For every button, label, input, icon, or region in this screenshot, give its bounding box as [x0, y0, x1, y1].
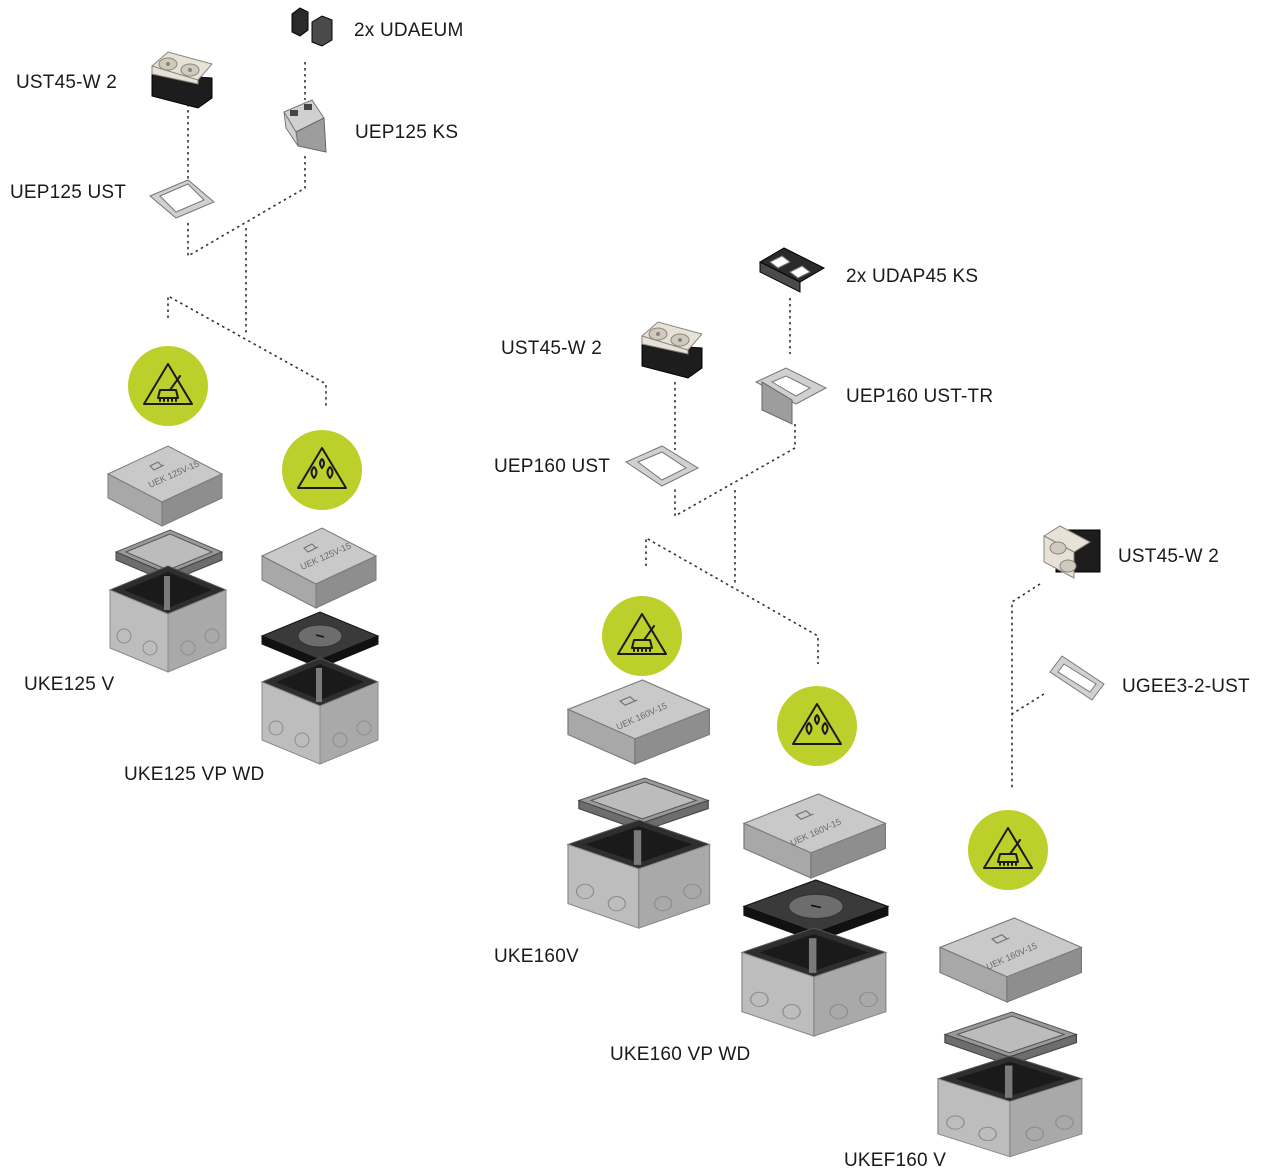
uep160-ust-tr-part [754, 367, 828, 425]
label-ust45-w2-c: UST45-W 2 [1118, 546, 1220, 567]
ust45-w2-part-c [1043, 525, 1101, 579]
uep125-ks-part [283, 99, 327, 153]
label-uep160-ust-tr: UEP160 UST-TR [846, 386, 994, 407]
connector-lines [167, 62, 1045, 788]
ust45-w2-part-a [151, 51, 213, 109]
badge-5 [968, 810, 1048, 890]
ugee3-2-ust-part [1049, 655, 1105, 701]
badge-3 [602, 596, 682, 676]
ust45-w2-part-b [641, 321, 703, 379]
label-ugee3-2-ust: UGEE3-2-UST [1122, 676, 1250, 697]
badge-4 [777, 686, 857, 766]
label-uke160-vp-wd: UKE160 VP WD [610, 1044, 751, 1065]
label-uke125-vp-wd: UKE125 VP WD [124, 764, 265, 785]
badge-2 [282, 430, 362, 510]
label-uep125-ust: UEP125 UST [10, 182, 127, 203]
label-ust45-w2-b: UST45-W 2 [501, 338, 603, 359]
badge-1 [128, 346, 208, 426]
label-udap45-ks: 2x UDAP45 KS [846, 266, 979, 287]
label-udaeum: 2x UDAEUM [354, 20, 464, 41]
label-uke125-v: UKE125 V [24, 674, 115, 695]
udap45-ks-part [758, 247, 826, 293]
label-uep125-ks: UEP125 KS [355, 122, 459, 143]
label-uep160-ust: UEP160 UST [494, 456, 611, 477]
label-ukef160-v: UKEF160 V [844, 1150, 947, 1171]
uep125-ust-part [149, 179, 215, 219]
label-ust45-w2-a: UST45-W 2 [16, 72, 118, 93]
label-uke160v: UKE160V [494, 946, 579, 967]
uep160-ust-part [624, 445, 700, 487]
udaeum-part [291, 7, 333, 47]
